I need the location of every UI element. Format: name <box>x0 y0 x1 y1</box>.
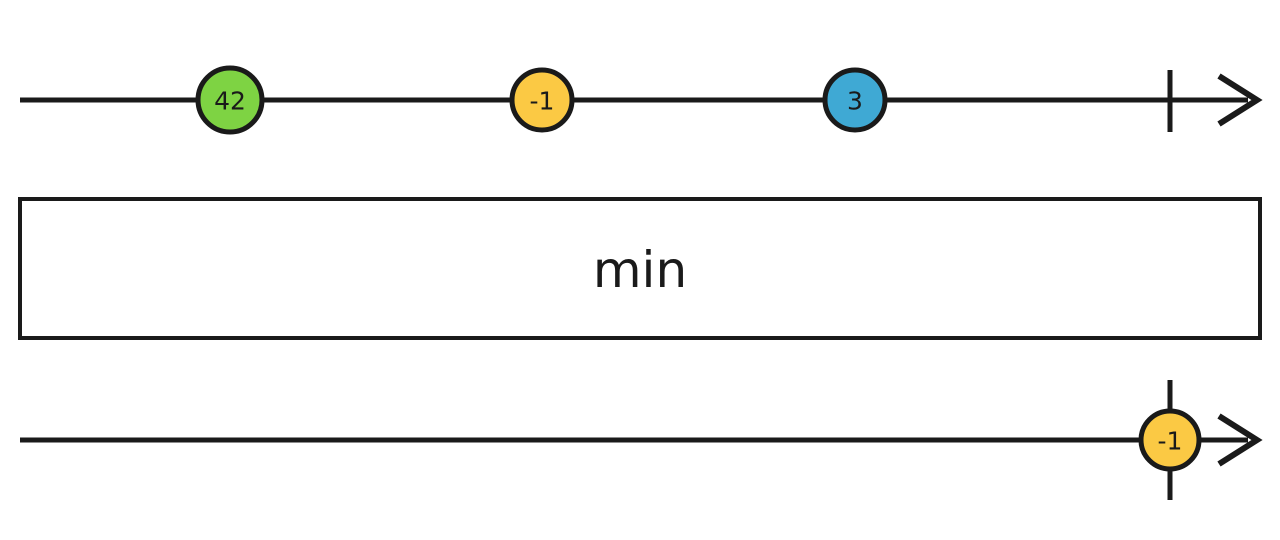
output-arrow-right-icon <box>1217 413 1263 467</box>
input-node-42-label: 42 <box>214 87 246 116</box>
output-number-line: -1 <box>20 380 1263 500</box>
output-node-minus1-label: -1 <box>1158 427 1183 456</box>
min-operation-box-rect <box>18 197 1262 340</box>
input-node-3-label: 3 <box>847 87 863 116</box>
min-operation-box-label: min <box>593 241 687 299</box>
input-number-line: 42 -1 3 <box>20 65 1263 135</box>
output-node-minus1-circle <box>1138 408 1202 472</box>
min-operation-box[interactable]: min <box>18 197 1262 340</box>
input-node-3[interactable]: 3 <box>822 67 888 133</box>
input-node-42[interactable]: 42 <box>195 65 265 135</box>
input-arrow-right-icon <box>1217 73 1263 127</box>
input-node-minus1-circle <box>509 67 575 133</box>
input-node-minus1[interactable]: -1 <box>509 67 575 133</box>
input-node-minus1-label: -1 <box>530 87 555 116</box>
input-node-42-circle <box>195 65 265 135</box>
output-node-minus1[interactable]: -1 <box>1138 408 1202 472</box>
input-node-3-circle <box>822 67 888 133</box>
